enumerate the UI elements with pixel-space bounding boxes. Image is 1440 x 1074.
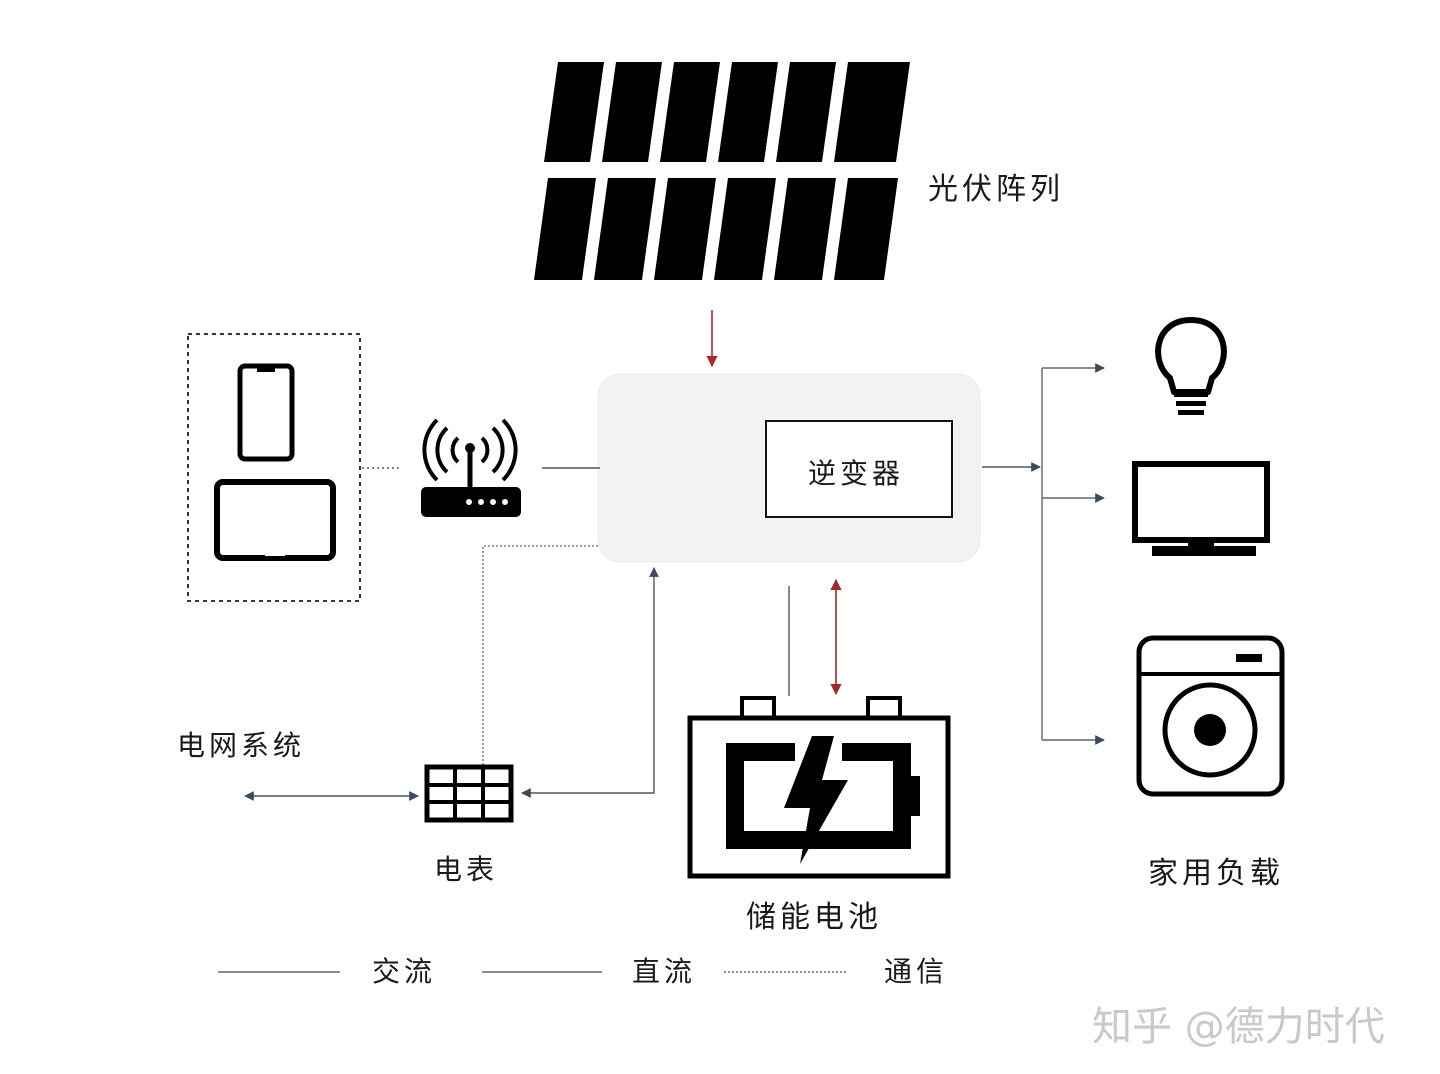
light-bulb-icon — [1155, 317, 1227, 415]
legend-ac-label: 交流 — [372, 955, 437, 988]
router-icon — [421, 418, 521, 517]
pv-array-label: 光伏阵列 — [928, 172, 1064, 207]
solar-panel-icon — [534, 62, 910, 280]
devices-group-box — [187, 333, 361, 602]
battery-icon — [687, 696, 951, 879]
meter-label: 电表 — [434, 853, 499, 886]
grid-system-label: 电网系统 — [177, 729, 306, 762]
battery-label: 储能电池 — [746, 900, 882, 935]
tablet-icon — [214, 479, 336, 561]
smartphone-icon — [237, 363, 295, 462]
watermark: 知乎 @德力时代 — [1092, 1004, 1385, 1050]
inverter-label: 逆变器 — [808, 457, 905, 490]
meter-icon — [424, 764, 514, 823]
meter-to-inverter-comm-line — [482, 545, 598, 765]
legend-dc-label: 直流 — [632, 955, 697, 988]
inverter-to-meter-line — [521, 567, 659, 798]
home-load-label: 家用负载 — [1148, 856, 1284, 891]
legend-comm-label: 通信 — [884, 955, 949, 988]
washing-machine-icon — [1136, 635, 1285, 797]
inverter-label-box — [765, 420, 953, 518]
monitor-icon — [1132, 461, 1270, 556]
